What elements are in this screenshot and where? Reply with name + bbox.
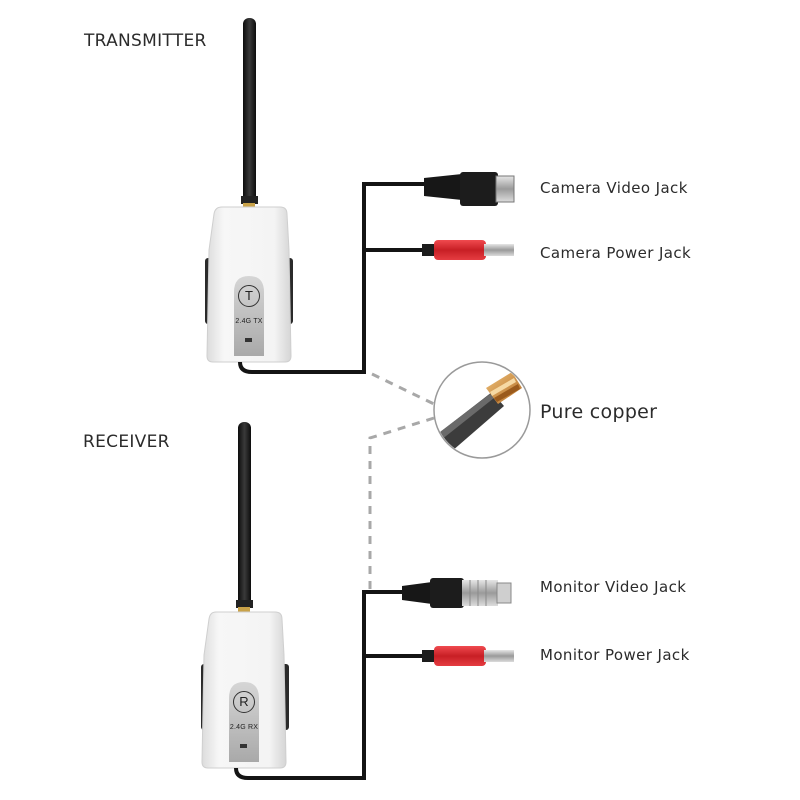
copper-callout [368, 361, 531, 592]
receiver-cable [234, 590, 428, 780]
receiver-heading: RECEIVER [83, 432, 170, 452]
monitor-video-jack-label: Monitor Video Jack [540, 578, 687, 596]
monitor-power-connector [422, 646, 514, 666]
transmitter-led [245, 338, 252, 342]
transmitter-unit [205, 18, 515, 374]
transmitter-cable [238, 182, 428, 374]
transmitter-model-label: 2.4G TX [235, 318, 263, 325]
camera-video-connector [424, 172, 515, 206]
receiver-led [240, 744, 247, 748]
transmitter-antenna [241, 18, 258, 209]
transmitter-badge-letter: T [238, 285, 260, 307]
camera-video-jack-label: Camera Video Jack [540, 179, 688, 197]
monitor-video-connector [402, 578, 512, 608]
monitor-power-jack-label: Monitor Power Jack [540, 646, 690, 664]
receiver-badge-letter: R [233, 691, 255, 713]
receiver-antenna [236, 422, 253, 613]
camera-power-connector [422, 240, 514, 260]
camera-power-jack-label: Camera Power Jack [540, 244, 692, 262]
copper-wire-closeup [435, 372, 522, 457]
callout-dashed-line [368, 372, 435, 592]
transmitter-heading: TRANSMITTER [84, 31, 207, 51]
receiver-unit [201, 422, 514, 780]
receiver-model-label: 2.4G RX [229, 724, 259, 731]
pure-copper-label: Pure copper [540, 401, 658, 423]
